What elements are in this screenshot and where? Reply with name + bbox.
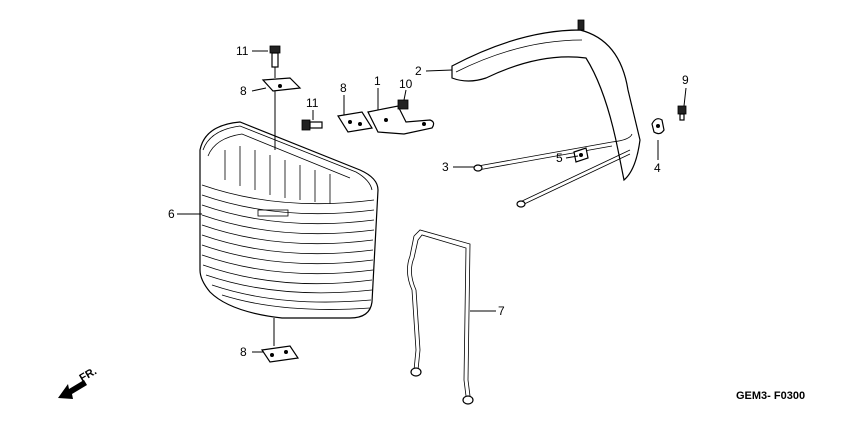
front-arrow-icon (58, 380, 87, 399)
front-fender (451, 19, 641, 182)
callout-7: 7 (498, 304, 505, 318)
bracket-plate (337, 111, 373, 133)
callout-5: 5 (556, 151, 563, 165)
collar (651, 118, 665, 135)
callout-2: 2 (415, 64, 422, 78)
plate-bottom (260, 318, 300, 363)
basket-stay (407, 229, 474, 405)
bolt-top (269, 45, 281, 78)
direction-label: FR. (78, 365, 99, 384)
callout-3: 3 (442, 160, 449, 174)
callouts: 11 8 8 1 10 11 2 9 3 5 4 6 7 8 (168, 44, 689, 359)
callout-8-bottom: 8 (240, 345, 247, 359)
diagram-code: GEM3- F0300 (736, 390, 805, 402)
bracket-arm (367, 105, 435, 135)
plate-top (261, 77, 302, 150)
callout-10: 10 (399, 77, 413, 91)
leader-lines (177, 50, 687, 353)
callout-8-bracket: 8 (340, 81, 347, 95)
callout-9: 9 (682, 73, 689, 87)
callout-11-top: 11 (236, 44, 249, 58)
bolt-side (301, 119, 323, 131)
callout-4: 4 (654, 161, 661, 175)
screw (677, 105, 687, 121)
fender-stay (473, 133, 633, 208)
front-direction-indicator: FR. (58, 365, 99, 399)
callout-1: 1 (374, 74, 381, 88)
nut (397, 99, 409, 110)
callout-6: 6 (168, 207, 175, 221)
basket (199, 121, 379, 319)
callout-8-top: 8 (240, 84, 247, 98)
callout-11-side: 11 (306, 96, 319, 110)
